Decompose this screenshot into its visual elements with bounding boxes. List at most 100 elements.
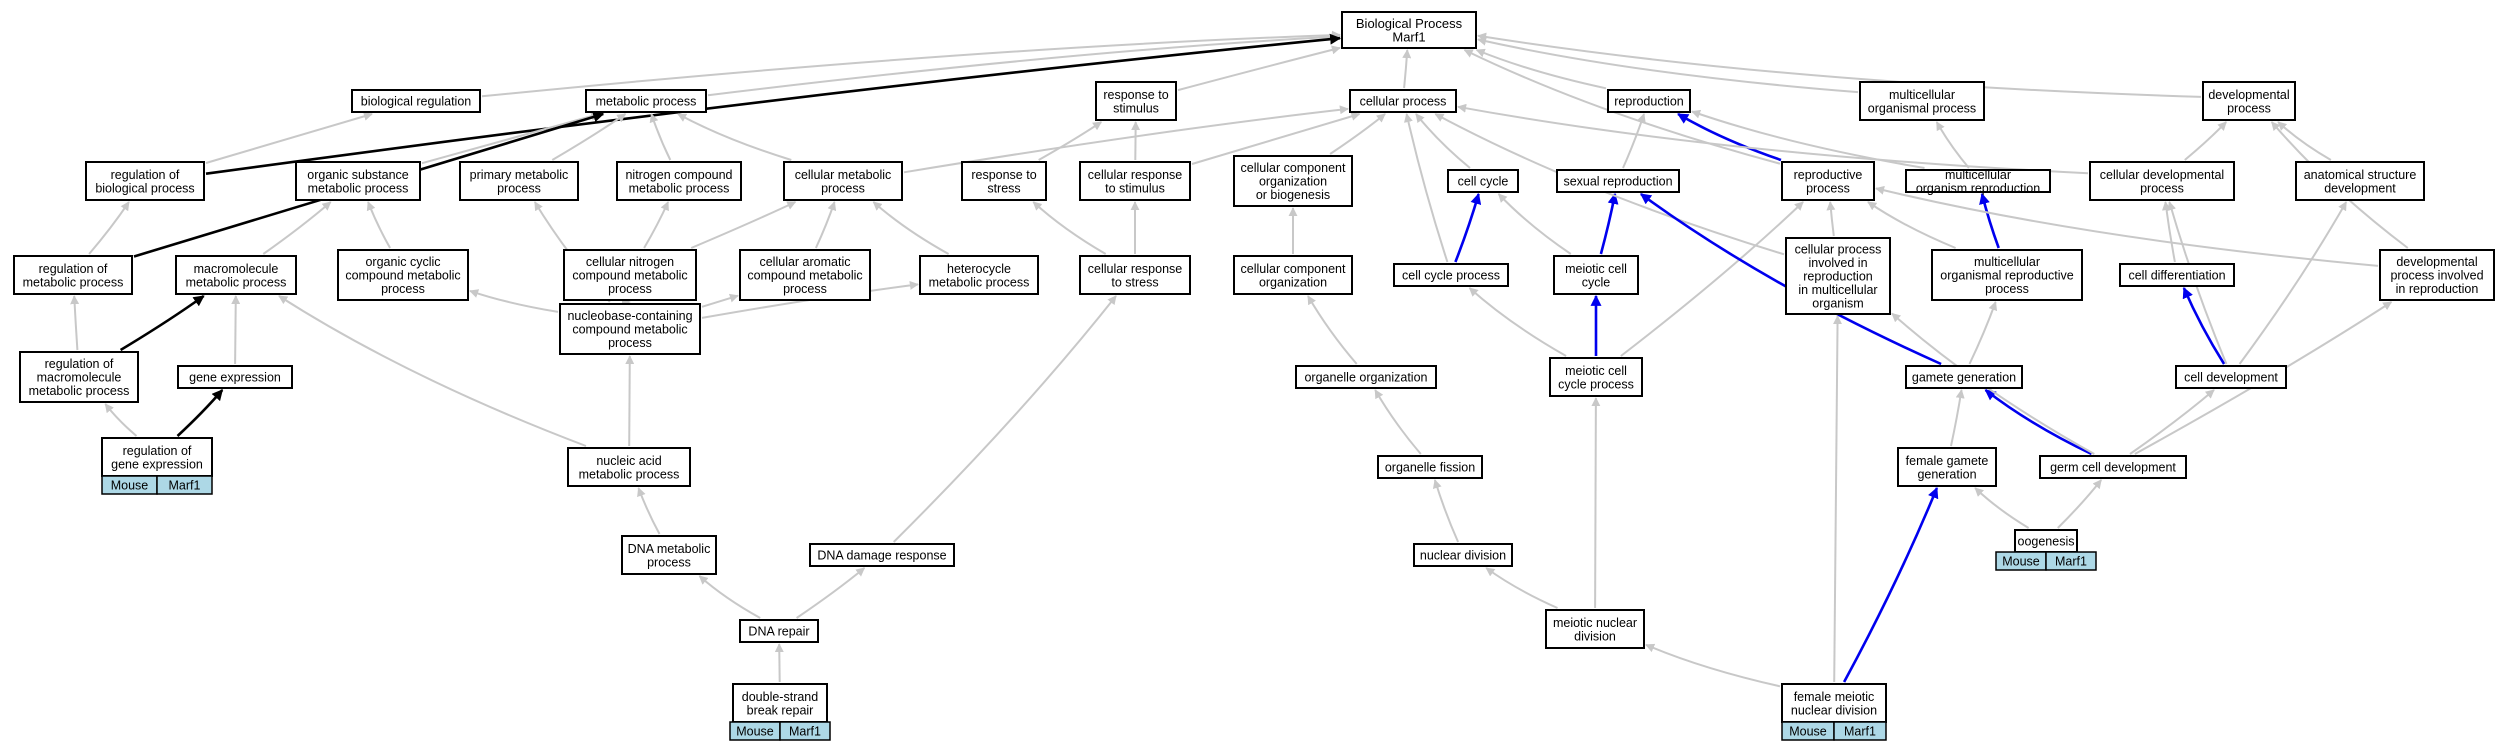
edge-reg_macro-to-macro_met [119, 294, 205, 352]
go-term-repro[interactable]: reproduction [1607, 89, 1691, 113]
term-label: nuclear division [1420, 549, 1506, 563]
edge-female_meiotic-to-female_gamete [1842, 486, 1939, 683]
svg-text:Mouse: Mouse [736, 725, 774, 739]
go-term-metab[interactable]: metabolic process [585, 89, 707, 113]
go-term-cell-cycle[interactable]: cell cycle [1447, 169, 1519, 193]
edge-dsb_repair-to-dna_repair [774, 643, 784, 683]
term-box [351, 89, 481, 113]
term-label: gene expression [189, 371, 281, 385]
go-term-gene-expr[interactable]: gene expression [177, 365, 293, 389]
edge-reg_macro-to-reg_met [70, 295, 80, 351]
edge-reg_bio-to-bp [205, 33, 1342, 175]
go-term-cell-diff[interactable]: cell differentiation [2119, 263, 2235, 287]
go-term-dna-damage[interactable]: DNA damage response [809, 543, 955, 567]
go-term-bioreg[interactable]: biological regulation [351, 89, 481, 113]
edge-cell_resp_stress-to-resp_stress [1032, 201, 1107, 255]
gene-tag: Marf1 [2045, 551, 2097, 571]
term-box [2119, 263, 2235, 287]
edge-repro-to-bp [1475, 48, 1607, 90]
edge-cell_met-to-metab [677, 113, 792, 161]
edge-cell_resp_stim-to-cellproc [1191, 112, 1361, 165]
term-box [621, 535, 717, 575]
term-label: cell cycle [1458, 175, 1509, 189]
term-box [1413, 543, 1513, 567]
go-term-gamete-gen[interactable]: gamete generation [1905, 365, 2023, 389]
term-label: cell cycle process [1402, 269, 1500, 283]
term-box [1905, 365, 2023, 389]
go-term-cellproc[interactable]: cellular process [1349, 89, 1457, 113]
go-term-organelle-fission[interactable]: organelle fission [1377, 455, 1483, 479]
go-term-sex-repro[interactable]: sexual reproduction [1556, 169, 1680, 193]
term-box [559, 303, 701, 355]
edge-meiotic_nuc_div-to-nuclear_div [1485, 567, 1558, 609]
term-box [177, 365, 293, 389]
edge-nucleic_acid-to-nucleobase [625, 355, 635, 447]
svg-text:Marf1: Marf1 [1844, 725, 1876, 739]
term-box [1095, 81, 1177, 121]
term-label: cellular process [1360, 95, 1447, 109]
go-term-germ-cell-dev[interactable]: germ cell development [2039, 455, 2187, 479]
term-box [739, 249, 871, 301]
edge-cell_nitro-to-cell_met [690, 201, 797, 249]
svg-text:Marf1: Marf1 [169, 479, 201, 493]
go-term-nuclear-div[interactable]: nuclear division [1413, 543, 1513, 567]
edge-meiotic_ccp-to-cc_proc [1468, 287, 1567, 357]
term-box [1553, 255, 1639, 295]
term-label: metabolic process [596, 95, 697, 109]
go-term-cell-development[interactable]: cell development [2175, 365, 2287, 389]
go-term-dna-repair[interactable]: DNA repair [739, 619, 819, 643]
go-term-cc-proc[interactable]: cell cycle process [1393, 263, 1509, 287]
term-box [1607, 89, 1691, 113]
term-label: biological regulation [361, 95, 472, 109]
edge-germ_cell_dev-to-gamete_gen [1984, 388, 2093, 456]
edge-prim_met-to-metab [551, 113, 627, 161]
edge-layer [70, 30, 2409, 688]
go-term-organelle-org[interactable]: organelle organization [1295, 365, 1437, 389]
